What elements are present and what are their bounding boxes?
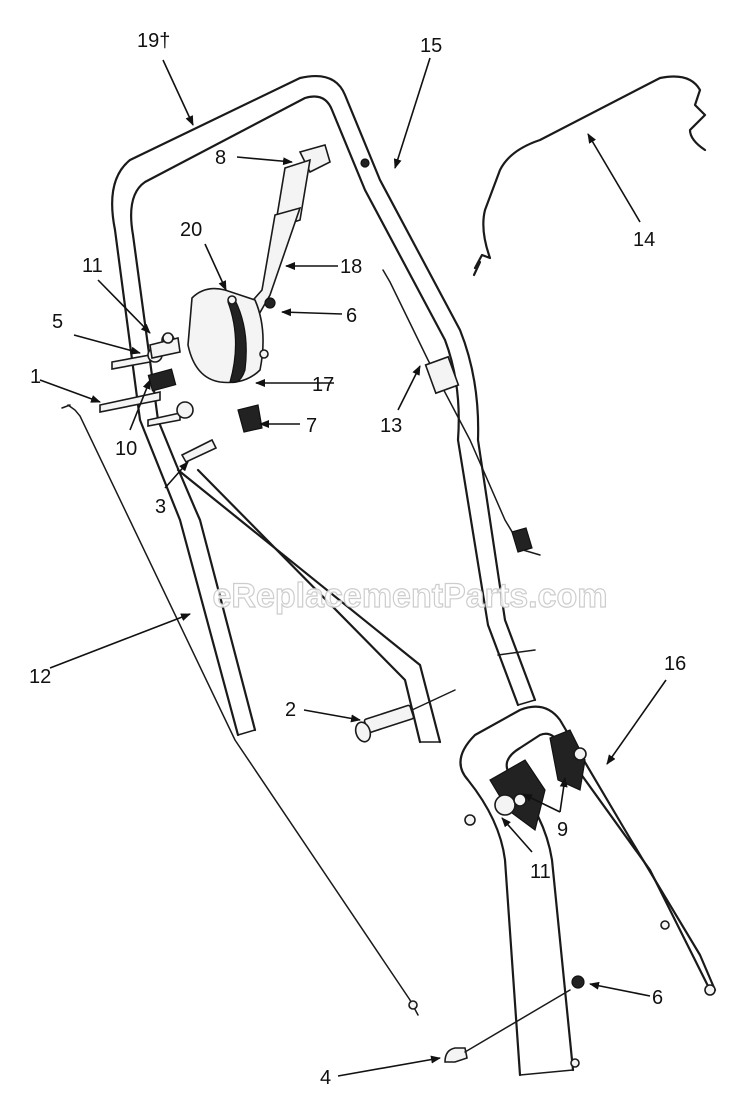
upper-hardware: [264, 158, 370, 309]
brake-cable: [382, 269, 541, 556]
callout-7: 7: [306, 415, 317, 437]
callout-10: 10: [115, 438, 137, 460]
callout-6-lower: 6: [652, 987, 663, 1009]
callout-11-upper: 11: [82, 255, 103, 277]
callout-4: 4: [320, 1067, 331, 1089]
callout-16: 16: [664, 653, 686, 675]
callout-arrows: [39, 57, 667, 1077]
callout-19: 19†: [137, 30, 170, 52]
callout-5: 5: [52, 311, 63, 333]
callout-17: 17: [312, 374, 334, 396]
callout-12: 12: [29, 666, 51, 688]
callout-labels: 19† 15 8 14 20 18 11 5 6 1 17 13 10 7 3 …: [29, 30, 686, 1089]
callout-8: 8: [215, 147, 226, 169]
callout-9: 9: [557, 819, 568, 841]
upper-handle: [111, 74, 537, 744]
lower-hardware: [444, 975, 585, 1063]
handle-knobs: [464, 729, 587, 832]
callout-18: 18: [340, 256, 362, 278]
callout-20: 20: [180, 219, 202, 241]
throttle-lever-assembly: [187, 144, 331, 384]
callout-1: 1: [30, 366, 41, 388]
operator-bail: [472, 75, 707, 277]
callout-2: 2: [285, 699, 296, 721]
lower-handle: [459, 705, 717, 1077]
control-cable: [61, 404, 419, 1016]
callout-6-upper: 6: [346, 305, 357, 327]
callout-11-lower: 11: [530, 861, 551, 883]
callout-13: 13: [380, 415, 402, 437]
callout-15: 15: [420, 35, 442, 57]
callout-3: 3: [155, 496, 166, 518]
watermark-text: eReplacementParts.com: [213, 577, 608, 615]
handle-bolt: [354, 689, 456, 743]
callout-14: 14: [633, 229, 655, 251]
hardware-cluster: [99, 332, 263, 464]
